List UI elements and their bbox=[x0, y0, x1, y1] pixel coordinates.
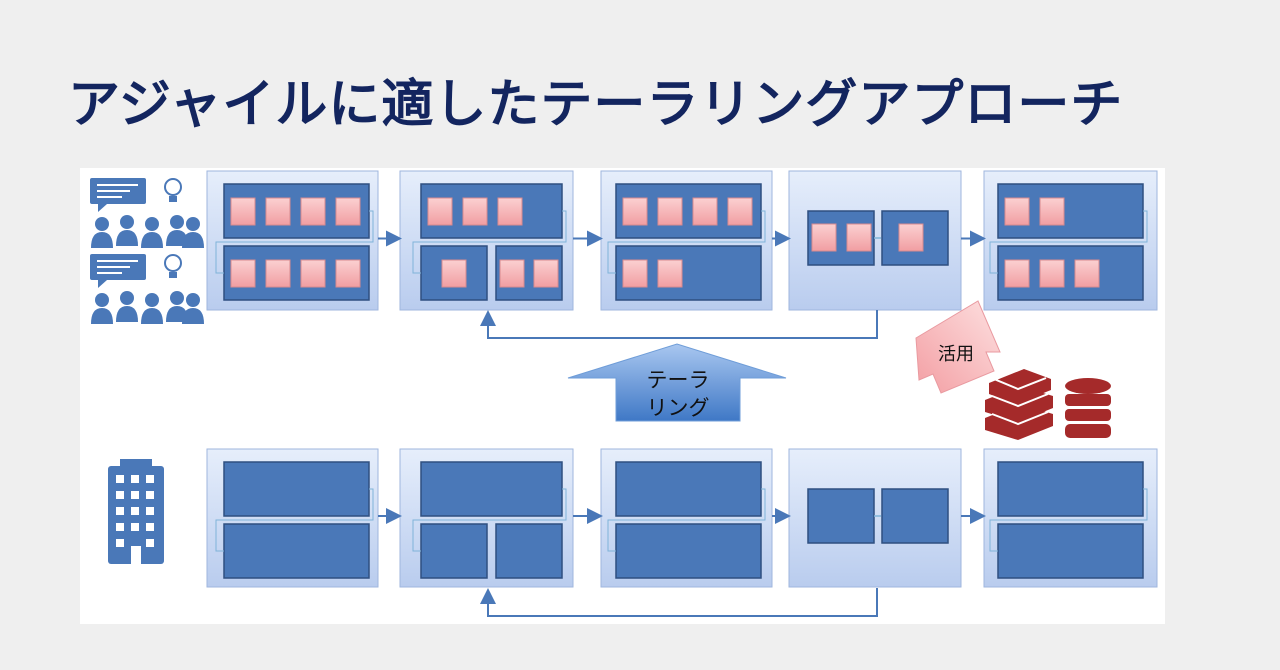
utilize-label: 活用 bbox=[938, 344, 974, 365]
building-window bbox=[131, 523, 139, 531]
task-card bbox=[622, 259, 648, 288]
tailoring-label-1: テーラ bbox=[647, 368, 710, 392]
work-block bbox=[223, 523, 370, 579]
building-window bbox=[146, 539, 154, 547]
building-window bbox=[146, 507, 154, 515]
feedback-loop-arrow bbox=[480, 588, 878, 617]
task-card bbox=[533, 259, 559, 288]
lane-connector bbox=[989, 488, 1148, 552]
task-card bbox=[427, 197, 453, 226]
task-card bbox=[441, 259, 467, 288]
page-title: アジャイルに適したテーラリングアプローチ bbox=[68, 75, 1124, 135]
person-icon bbox=[170, 291, 184, 305]
utilize-arrow: 活用 bbox=[915, 300, 1001, 394]
building-window bbox=[116, 507, 124, 515]
task-card bbox=[898, 223, 924, 252]
work-block bbox=[997, 461, 1144, 517]
task-card bbox=[1004, 197, 1030, 226]
task-card bbox=[499, 259, 525, 288]
lane-connector bbox=[412, 488, 567, 552]
task-card bbox=[335, 197, 361, 226]
task-card bbox=[1074, 259, 1100, 288]
person-icon bbox=[186, 293, 200, 307]
work-block bbox=[420, 523, 488, 579]
work-block bbox=[420, 461, 563, 517]
lightbulb-icon bbox=[164, 178, 182, 196]
person-icon bbox=[145, 293, 159, 307]
task-card bbox=[811, 223, 837, 252]
person-icon bbox=[170, 215, 184, 229]
task-card bbox=[230, 259, 256, 288]
task-card bbox=[300, 259, 326, 288]
lane-connector bbox=[607, 488, 766, 552]
work-block bbox=[615, 523, 762, 579]
task-card bbox=[265, 197, 291, 226]
task-card bbox=[265, 259, 291, 288]
work-block bbox=[997, 523, 1144, 579]
task-card bbox=[692, 197, 718, 226]
task-card bbox=[622, 197, 648, 226]
lane-connector bbox=[607, 210, 766, 274]
books-icon bbox=[985, 369, 1053, 440]
task-card bbox=[1004, 259, 1030, 288]
meeting-icon bbox=[90, 254, 204, 324]
meeting-icon bbox=[90, 178, 204, 248]
person-icon bbox=[95, 293, 109, 307]
person-icon bbox=[120, 215, 134, 229]
person-icon bbox=[120, 291, 134, 305]
task-card bbox=[300, 197, 326, 226]
work-block bbox=[495, 523, 563, 579]
task-card bbox=[497, 197, 523, 226]
lane-connector bbox=[215, 210, 374, 274]
person-icon bbox=[145, 217, 159, 231]
task-card bbox=[657, 197, 683, 226]
lane-connector bbox=[215, 488, 374, 552]
task-card bbox=[335, 259, 361, 288]
lane-connector bbox=[412, 210, 567, 274]
building-window bbox=[146, 491, 154, 499]
task-card bbox=[846, 223, 872, 252]
tailoring-label-2: リング bbox=[647, 396, 710, 420]
building-window bbox=[131, 491, 139, 499]
person-icon bbox=[186, 217, 200, 231]
work-block bbox=[881, 488, 949, 544]
work-block bbox=[807, 488, 875, 544]
task-card bbox=[1039, 259, 1065, 288]
building-window bbox=[146, 523, 154, 531]
building-window bbox=[116, 539, 124, 547]
building-window bbox=[116, 491, 124, 499]
building-door bbox=[131, 546, 141, 564]
task-card bbox=[230, 197, 256, 226]
task-card bbox=[727, 197, 753, 226]
building-window bbox=[131, 507, 139, 515]
building-window bbox=[146, 475, 154, 483]
tailoring-arrow: テーラ リング bbox=[567, 343, 787, 422]
building-icon bbox=[108, 459, 164, 564]
tailoring-diagram: テーラ リング 活用 bbox=[80, 168, 1165, 624]
task-card bbox=[462, 197, 488, 226]
person-icon bbox=[95, 217, 109, 231]
work-block bbox=[615, 461, 762, 517]
task-card bbox=[1039, 197, 1065, 226]
database-icon bbox=[1065, 378, 1111, 438]
feedback-loop-arrow bbox=[480, 310, 878, 339]
task-card bbox=[657, 259, 683, 288]
work-block bbox=[223, 461, 370, 517]
lane-connector bbox=[989, 210, 1148, 274]
building-window bbox=[116, 475, 124, 483]
building-window bbox=[131, 475, 139, 483]
lightbulb-icon bbox=[164, 254, 182, 272]
building-window bbox=[116, 523, 124, 531]
